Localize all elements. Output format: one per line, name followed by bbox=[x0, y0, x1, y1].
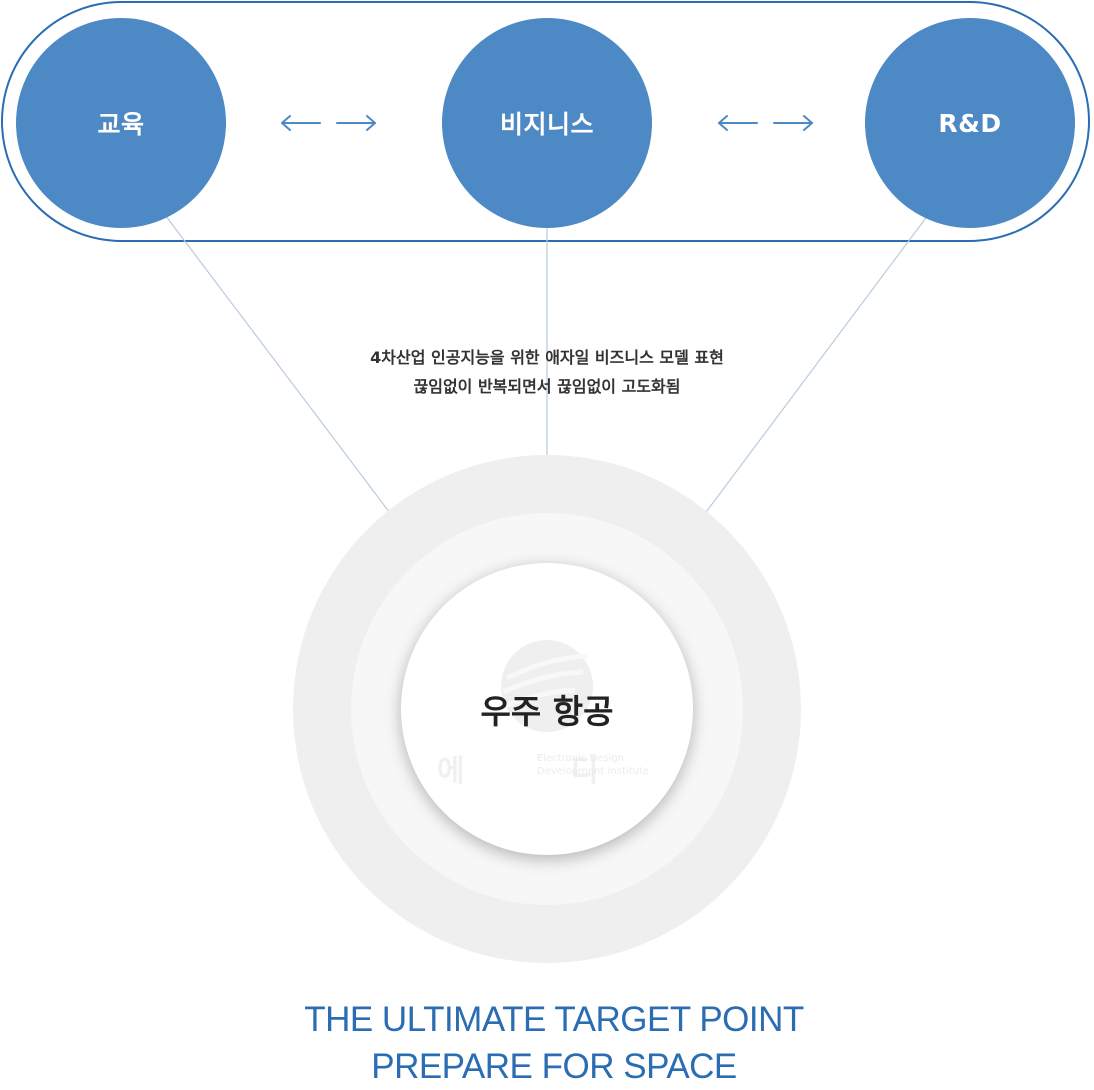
node-rnd: R&D bbox=[865, 18, 1075, 228]
description-text: 4차산업 인공지능을 위한 애자일 비즈니스 모델 표현 끊임없이 반복되면서 … bbox=[247, 343, 847, 401]
description-line-1: 4차산업 인공지능을 위한 애자일 비즈니스 모델 표현 bbox=[370, 348, 724, 367]
watermark-logo: 에 디 Electronic Design Development Instit… bbox=[437, 638, 667, 789]
node-education-label: 교육 bbox=[97, 110, 145, 139]
footer-tagline: THE ULTIMATE TARGET POINT PREPARE FOR SP… bbox=[200, 996, 908, 1090]
center-title: 우주 항공 bbox=[480, 692, 614, 731]
node-business-label: 비지니스 bbox=[499, 110, 594, 139]
watermark-english-line-2: Development Institute bbox=[537, 766, 650, 777]
watermark-emblem-icon bbox=[501, 640, 593, 732]
node-rnd-label: R&D bbox=[938, 108, 1002, 138]
top-group-container bbox=[1, 1, 1090, 242]
watermark-english-text: Electronic Design Development Institute bbox=[537, 752, 649, 778]
watermark-english-line-1: Electronic Design bbox=[537, 753, 624, 764]
footer-line-2: PREPARE FOR SPACE bbox=[371, 1047, 737, 1086]
description-line-2: 끊임없이 반복되면서 끊임없이 고도화됨 bbox=[413, 377, 681, 396]
watermark-korean-text: 에 디 bbox=[437, 754, 647, 789]
node-business: 비지니스 bbox=[442, 18, 652, 228]
footer-line-1: THE ULTIMATE TARGET POINT bbox=[304, 1000, 804, 1039]
node-education: 교육 bbox=[16, 18, 226, 228]
